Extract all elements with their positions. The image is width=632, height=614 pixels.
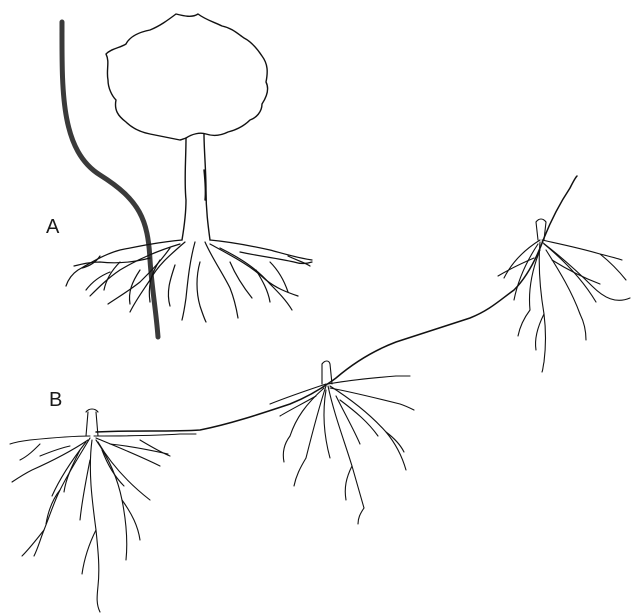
panel-a-root-system (66, 240, 312, 322)
panel-b-root-cluster-right (498, 219, 630, 372)
panel-a-trunk (182, 134, 210, 240)
panel-a-tree-crown (106, 14, 268, 140)
panel-label-a: A (46, 217, 59, 237)
panel-b-connecting-rhizome (96, 176, 577, 432)
panel-b-root-cluster-left (10, 409, 196, 612)
panel-label-b: B (49, 390, 62, 410)
panel-b-root-cluster-middle (270, 361, 414, 524)
